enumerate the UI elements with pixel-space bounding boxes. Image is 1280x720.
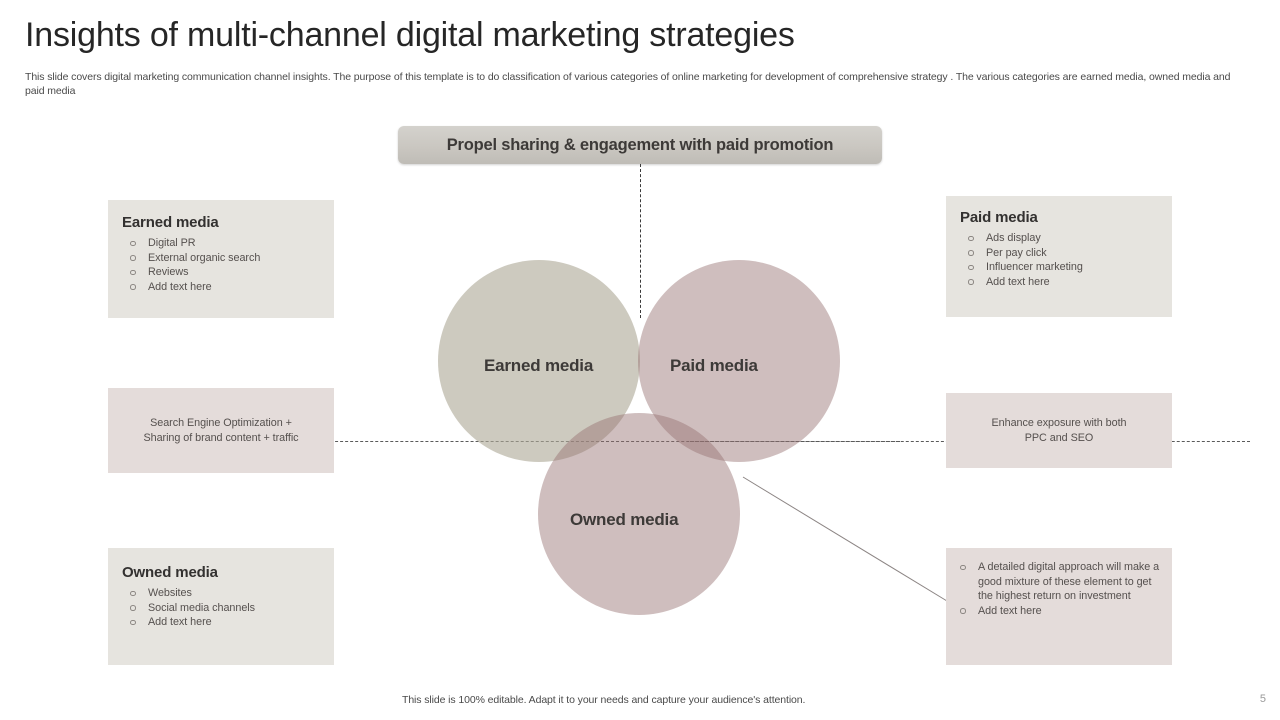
list-item: Add text here — [122, 280, 320, 295]
horizontal-connector-line-left — [310, 441, 900, 442]
card-title-paid-media: Paid media — [960, 209, 1038, 226]
card-title-earned-media: Earned media — [122, 214, 219, 231]
circle-bullet-icon — [960, 564, 966, 570]
list-item: A detailed digital approach will make a … — [952, 560, 1160, 604]
list-item: External organic search — [122, 251, 320, 266]
vertical-connector-line — [640, 164, 641, 318]
circle-bullet-icon — [130, 590, 136, 596]
circle-bullet-icon — [968, 279, 974, 285]
card-detail-note[interactable]: A detailed digital approach will make a … — [946, 548, 1172, 665]
page-title: Insights of multi-channel digital market… — [25, 16, 795, 54]
card-seo-note[interactable]: Search Engine Optimization +Sharing of b… — [108, 388, 334, 473]
circle-bullet-icon — [130, 240, 136, 246]
footer-note: This slide is 100% editable. Adapt it to… — [402, 694, 806, 706]
venn-circle-paid-media[interactable] — [638, 260, 840, 462]
bullet-list-detail-note: A detailed digital approach will make a … — [952, 560, 1160, 618]
venn-label-owned-media: Owned media — [570, 510, 679, 529]
venn-circle-earned-media[interactable] — [438, 260, 640, 462]
list-item: Reviews — [122, 265, 320, 280]
venn-circle-owned-media[interactable] — [538, 413, 740, 615]
card-title-owned-media: Owned media — [122, 564, 218, 581]
circle-bullet-icon — [968, 264, 974, 271]
circle-bullet-icon — [130, 255, 136, 261]
top-banner-label: Propel sharing & engagement with paid pr… — [446, 135, 834, 154]
circle-bullet-icon — [130, 605, 136, 611]
venn-label-paid-media: Paid media — [670, 356, 758, 375]
page-subtitle: This slide covers digital marketing comm… — [25, 71, 1231, 97]
card-text-seo-note: Search Engine Optimization +Sharing of b… — [143, 416, 299, 444]
circle-bullet-icon — [968, 250, 974, 256]
venn-label-earned-media: Earned media — [484, 356, 594, 375]
list-item: Ads display — [960, 231, 1158, 246]
page-number: 5 — [1259, 693, 1266, 705]
list-item: Social media channels — [122, 601, 320, 616]
list-item: Digital PR — [122, 236, 320, 251]
circle-bullet-icon — [130, 619, 136, 626]
list-item: Per pay click — [960, 246, 1158, 261]
circle-bullet-icon — [130, 284, 136, 290]
list-item: Add text here — [952, 604, 1160, 619]
list-item: Add text here — [122, 615, 320, 630]
list-item: Websites — [122, 586, 320, 601]
list-item: Influencer marketing — [960, 260, 1158, 275]
venn-diagram: Earned media Paid media Owned media — [430, 250, 860, 650]
top-banner[interactable]: Propel sharing & engagement with paid pr… — [398, 126, 882, 164]
list-item: Add text here — [960, 275, 1158, 290]
circle-bullet-icon — [130, 269, 136, 276]
circle-bullet-icon — [968, 235, 974, 241]
circle-bullet-icon — [960, 608, 966, 614]
